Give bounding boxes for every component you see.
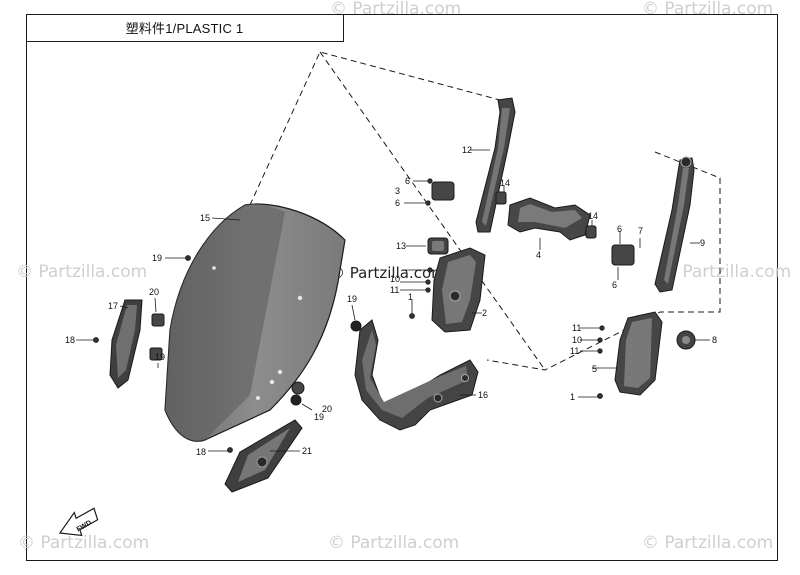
callout-20b: 20	[322, 404, 332, 414]
callout-14: 14	[500, 178, 510, 188]
fasteners	[76, 149, 710, 453]
callout-9: 9	[700, 238, 705, 248]
callout-19d: 19	[314, 412, 324, 422]
clamp-part-5	[614, 311, 663, 396]
callout-18: 18	[65, 335, 75, 345]
watermark-bottom-right: © Partzilla.com	[642, 533, 773, 553]
watermark-top-right: © Partzilla.com	[642, 0, 773, 19]
bracket-part-16	[354, 319, 479, 431]
callout-8: 8	[712, 335, 717, 345]
callout-6b: 6	[395, 198, 400, 208]
watermark-left: © Partzilla.com	[16, 262, 147, 282]
knob-part-13	[427, 237, 449, 255]
windshield-part-15	[164, 203, 346, 442]
callout-5: 5	[592, 364, 597, 374]
watermark-right: © Partzilla.com	[660, 262, 791, 282]
watermark-top: © Partzilla.com	[330, 0, 461, 19]
callout-11c: 11	[570, 346, 579, 356]
callout-19b: 19	[347, 294, 357, 304]
watermark-center: © Partzilla.com	[330, 264, 446, 282]
callout-7: 7	[638, 226, 643, 236]
callout-6d: 6	[612, 280, 617, 290]
callout-12: 12	[462, 145, 472, 155]
callout-2: 2	[482, 308, 487, 318]
callout-1: 1	[570, 392, 575, 402]
callout-4: 4	[536, 250, 541, 260]
callout-1b: 1	[408, 292, 413, 302]
callout-14b: 14	[588, 211, 598, 221]
watermarks: © Partzilla.com © Partzilla.com © Partzi…	[16, 0, 791, 553]
bracket-part-4	[507, 197, 591, 241]
callout-19c: 19	[155, 352, 165, 362]
watermark-bottom-left: © Partzilla.com	[18, 533, 149, 553]
callout-6: 6	[405, 176, 410, 186]
callout-10b: 10	[572, 335, 582, 345]
callout-16: 16	[478, 390, 488, 400]
callout-labels: 1 1 2 3 4 5 6 6 6 6 7 8 9 10 10 11 11 11…	[65, 145, 717, 457]
bracket-part-9	[654, 156, 695, 293]
assembly-dashed-outline	[249, 51, 721, 371]
small-parts	[149, 181, 635, 406]
callout-19: 19	[152, 253, 162, 263]
lower-trim-part-21	[224, 419, 303, 493]
bracket-part-12	[475, 97, 516, 233]
callout-15: 15	[200, 213, 210, 223]
watermark-bottom-center: © Partzilla.com	[328, 533, 459, 553]
callout-11: 11	[390, 285, 399, 295]
callout-6c: 6	[617, 224, 622, 234]
callout-18b: 18	[196, 447, 206, 457]
callout-3: 3	[395, 186, 400, 196]
callout-20: 20	[149, 287, 159, 297]
callout-17: 17	[108, 301, 118, 311]
clamp-part-2	[431, 247, 486, 333]
title-text: 塑料件1/PLASTIC 1	[125, 21, 244, 36]
callout-11b: 11	[572, 323, 581, 333]
callout-10: 10	[390, 274, 400, 284]
callout-21: 21	[302, 446, 312, 456]
page-title: 塑料件1/PLASTIC 1	[26, 14, 344, 42]
knob-part-8	[676, 330, 696, 350]
side-trim-part-17	[109, 299, 143, 389]
diagram-frame	[26, 14, 778, 561]
callout-13: 13	[396, 241, 406, 251]
